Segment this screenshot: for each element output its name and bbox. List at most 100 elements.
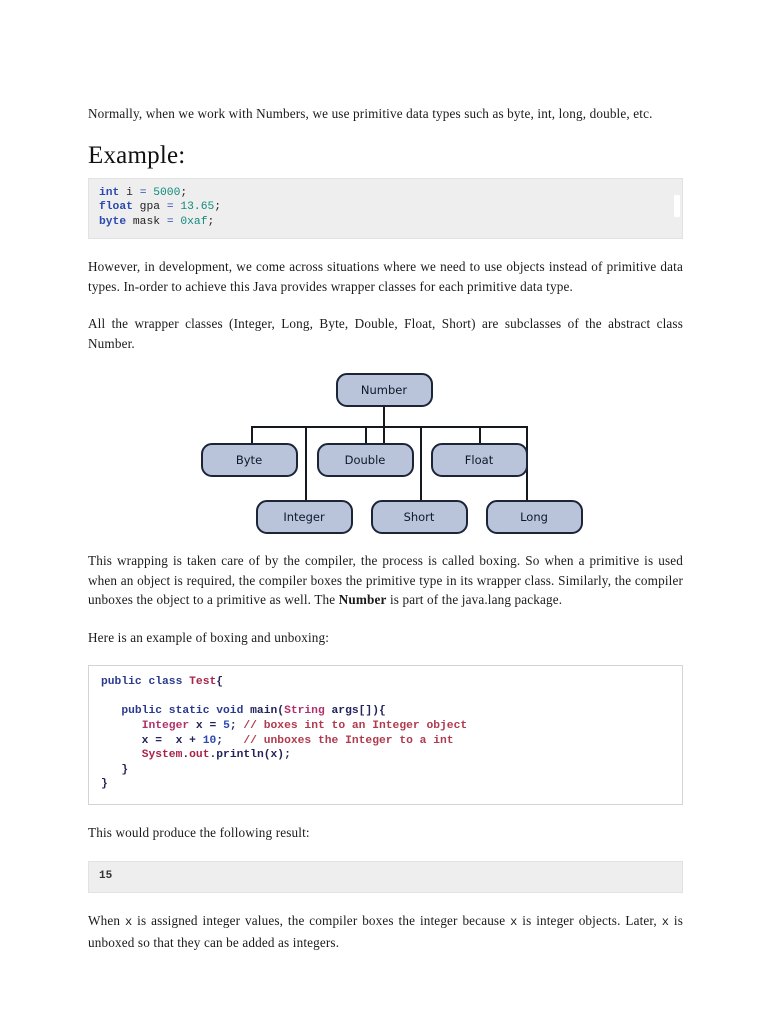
code-token: // boxes int to an Integer object	[243, 720, 468, 733]
result-intro-paragraph: This would produce the following result:	[88, 825, 310, 841]
final-text-part1: When	[88, 913, 125, 929]
code-line: x = x + 10; // unboxes the Integer to a …	[101, 734, 670, 749]
code-token: // unboxes the Integer to a int	[243, 734, 454, 747]
code-token: byte	[99, 215, 127, 228]
output-block: 15	[88, 860, 683, 894]
final-paragraph: When x is assigned integer values, the c…	[88, 911, 683, 952]
code-line: byte mask = 0xaf;	[99, 215, 672, 230]
code-line	[101, 690, 670, 705]
wrapper-classes-paragraph: All the wrapper classes (Integer, Long, …	[88, 316, 683, 351]
code-line: Integer x = 5; // boxes int to an Intege…	[101, 719, 670, 734]
output-value: 15	[99, 869, 113, 882]
edge-bus-to-byte	[250, 426, 253, 444]
code-token: =	[139, 186, 147, 199]
diagram-node-label: Number	[360, 383, 408, 398]
code-token: mask	[126, 215, 167, 228]
code-token: x = x +	[101, 734, 203, 747]
diagram-node-label: Float	[464, 453, 494, 468]
diagram-node-double: Double	[316, 443, 414, 478]
code-token: float	[99, 201, 133, 214]
code-token	[101, 720, 142, 732]
code-line: System.out.println(x);	[101, 748, 670, 763]
final-text-part4: is unboxed so that they can be added as …	[88, 913, 683, 950]
code-token: Integer	[141, 720, 190, 733]
boxing-paragraph: This wrapping is taken care of by the co…	[88, 551, 683, 610]
code-token: }	[101, 778, 108, 791]
example-intro-paragraph: Here is an example of boxing and unboxin…	[88, 629, 330, 645]
code-token: ;	[180, 186, 188, 199]
boxing-number-bold: Number	[338, 592, 387, 608]
boxing-text-part2: is part of the java.lang package.	[386, 592, 563, 608]
code-token	[101, 691, 108, 703]
code-scroll-thumb[interactable]	[674, 194, 680, 217]
code-token	[101, 749, 142, 761]
edge-bus-to-float	[478, 426, 481, 444]
code-line: int i = 5000;	[99, 186, 672, 201]
diagram-node-short: Short	[370, 500, 468, 535]
diagram-node-label: Double	[344, 453, 386, 468]
code-line: public static void main(String args[]){	[101, 704, 670, 719]
code-line: float gpa = 13.65;	[99, 200, 672, 215]
edge-bus-to-double	[364, 426, 367, 444]
code-token: 10	[202, 734, 217, 747]
code-token: main	[250, 705, 278, 718]
boxing-code-lines: public class Test{ public static void ma…	[101, 675, 670, 792]
diagram-node-float: Float	[430, 443, 528, 478]
code-token: args[]){	[324, 705, 386, 718]
code-token: public static void	[101, 705, 251, 718]
intro-paragraph: Normally, when we work with Numbers, we …	[88, 106, 653, 121]
code-token: =	[166, 215, 174, 228]
code-token: .println(x);	[209, 749, 291, 762]
code-line: }	[101, 763, 670, 778]
diagram-node-integer: Integer	[255, 500, 353, 535]
edge-bus-to-short	[419, 426, 422, 501]
code-token: ;	[214, 201, 222, 214]
code-token: gpa	[132, 201, 167, 214]
final-text-part2: is assigned integer values, the compiler…	[132, 913, 511, 929]
code-token: 5	[223, 720, 230, 733]
code-token: ;	[229, 720, 244, 733]
diagram-node-byte: Byte	[200, 443, 298, 478]
final-var-x-1: x	[124, 915, 133, 930]
diagram-node-number: Number	[335, 373, 433, 408]
diagram-node-label: Byte	[235, 453, 263, 468]
code-token: {	[216, 676, 224, 689]
code-token: .	[182, 749, 190, 762]
edge-horizontal-bus	[250, 426, 526, 429]
code-token: 13.65	[180, 201, 215, 214]
however-paragraph: However, in development, we come across …	[88, 259, 683, 294]
final-var-x-3: x	[661, 915, 670, 930]
document-content: Normally, when we work with Numbers, we …	[88, 104, 683, 952]
code-token: ;	[207, 215, 215, 228]
code-token: 0xaf	[180, 215, 208, 228]
code-token: System	[141, 749, 183, 762]
code-token: }	[101, 763, 129, 776]
diagram-node-long: Long	[485, 500, 583, 535]
final-text-part3: is integer objects. Later,	[517, 913, 662, 929]
code-line: public class Test{	[101, 675, 670, 690]
code-token: x =	[189, 720, 224, 733]
edge-bus-to-integer	[304, 426, 307, 501]
code-line: }	[101, 777, 670, 792]
code-token: public class	[101, 676, 190, 689]
code-token: Test	[189, 676, 217, 689]
code-token: String	[284, 705, 325, 718]
primitive-code-lines: int i = 5000;float gpa = 13.65;byte mask…	[99, 186, 672, 230]
code-token: i	[119, 186, 140, 199]
boxing-text-part1: This wrapping is taken care of by the co…	[88, 553, 683, 608]
final-var-x-2: x	[510, 915, 518, 930]
diagram-node-label: Integer	[283, 510, 325, 525]
code-token: ;	[216, 734, 244, 747]
code-token: int	[99, 186, 120, 199]
code-token: (	[277, 705, 285, 718]
diagram-node-label: Long	[520, 510, 548, 525]
code-token: out	[189, 749, 210, 762]
diagram-node-label: Short	[403, 510, 435, 525]
primitive-code-block: int i = 5000;float gpa = 13.65;byte mask…	[88, 177, 683, 240]
boxing-code-block: public class Test{ public static void ma…	[88, 665, 683, 806]
edge-number-to-bus	[382, 407, 385, 444]
code-token: 5000	[153, 186, 181, 199]
